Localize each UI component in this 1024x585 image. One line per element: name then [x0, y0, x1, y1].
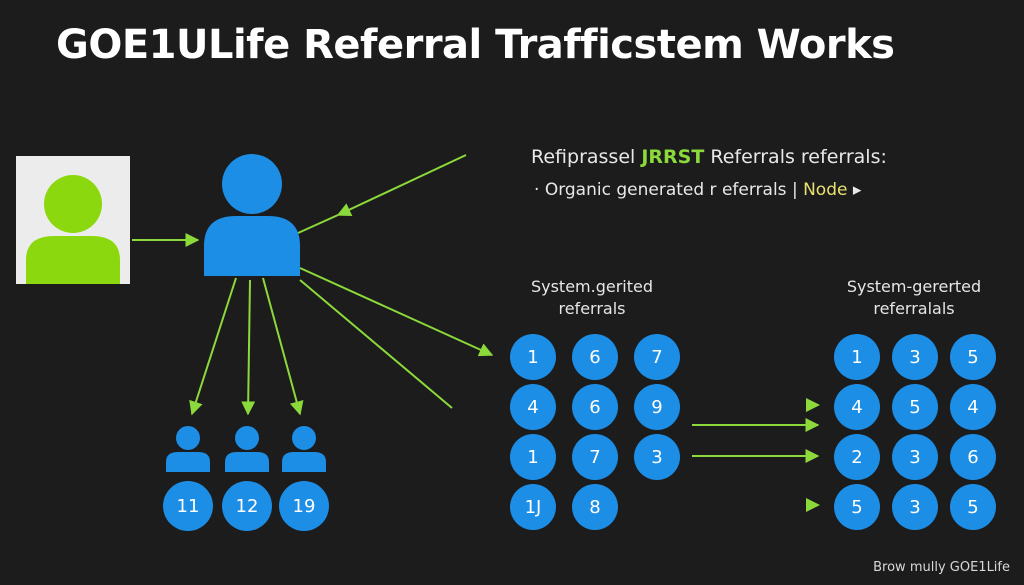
- arrow-hub-to-node-12: [241, 279, 256, 416]
- referral-node: 6: [950, 434, 996, 480]
- referral-node: 4: [510, 384, 556, 430]
- person-icon: [282, 426, 326, 472]
- legend-item-text: Organic generated r eferrals: [544, 180, 787, 200]
- hub-user-icon: [204, 154, 300, 276]
- referral-node: 3: [634, 434, 680, 480]
- referral-node: 5: [950, 334, 996, 380]
- referral-node: 6: [572, 334, 618, 380]
- arrow-hub-to-node-11: [189, 277, 237, 416]
- referral-node: 1J: [510, 484, 556, 530]
- referral-node: 8: [572, 484, 618, 530]
- right-group-label-line1: System-gererted: [846, 277, 982, 296]
- footer-caption: Brow mully GOE1Life: [873, 560, 1010, 575]
- legend-heading-prefix: Refiprassel: [531, 146, 642, 168]
- legend-node-label: Node: [803, 180, 848, 200]
- legend-arrow-icon: ▸: [852, 180, 862, 200]
- middle-group-label: System.gerited referrals: [512, 276, 672, 320]
- middle-group-label-line2: referrals: [558, 299, 626, 318]
- user-avatar-icon: [26, 175, 120, 284]
- person-icon: [166, 426, 210, 472]
- referral-node: 3: [892, 434, 938, 480]
- legend-item: · Organic generated r eferrals | Node ▸: [534, 180, 861, 200]
- referral-node: 5: [950, 484, 996, 530]
- referral-node: 7: [634, 334, 680, 380]
- referral-node: 1: [510, 434, 556, 480]
- referral-node: 5: [834, 484, 880, 530]
- page-title: GOE1ULife Referral Trafficstem Works: [56, 22, 895, 68]
- legend-heading-suffix: Referrals referrals:: [704, 146, 887, 168]
- referral-node: 3: [892, 334, 938, 380]
- source-user-card: [16, 156, 130, 284]
- referral-node: 2: [834, 434, 880, 480]
- referral-node: 9: [634, 384, 680, 430]
- arrowhead-right-row-5: [806, 498, 820, 512]
- referral-node: 19: [279, 481, 329, 531]
- arrowhead-right-row-2: [806, 398, 820, 412]
- referral-node: 3: [892, 484, 938, 530]
- arrow-hub-diagonal: [299, 279, 453, 409]
- right-group-label-line2: referralals: [873, 299, 955, 318]
- referral-node: 4: [950, 384, 996, 430]
- arrow-hub-to-node-19: [262, 277, 304, 416]
- arrow-hub-to-middle-group: [299, 267, 494, 357]
- arrow-incoming-to-hub: [336, 154, 467, 216]
- referral-node: 12: [222, 481, 272, 531]
- legend-heading: Refiprassel JRRST Referrals referrals:: [531, 146, 887, 168]
- referral-node: 7: [572, 434, 618, 480]
- referral-node: 1: [834, 334, 880, 380]
- legend-heading-highlight: JRRST: [641, 146, 705, 168]
- legend-separator: |: [791, 180, 798, 200]
- right-group-label: System-gererted referralals: [834, 276, 994, 320]
- referral-node: 1: [510, 334, 556, 380]
- referral-node: 6: [572, 384, 618, 430]
- arrow-from-hub-incoming-tail: [297, 214, 339, 234]
- middle-group-label-line1: System.gerited: [530, 277, 654, 296]
- person-icon: [225, 426, 269, 472]
- referral-node: 4: [834, 384, 880, 430]
- legend-bullet: ·: [534, 180, 540, 200]
- referral-node: 5: [892, 384, 938, 430]
- referral-node: 11: [163, 481, 213, 531]
